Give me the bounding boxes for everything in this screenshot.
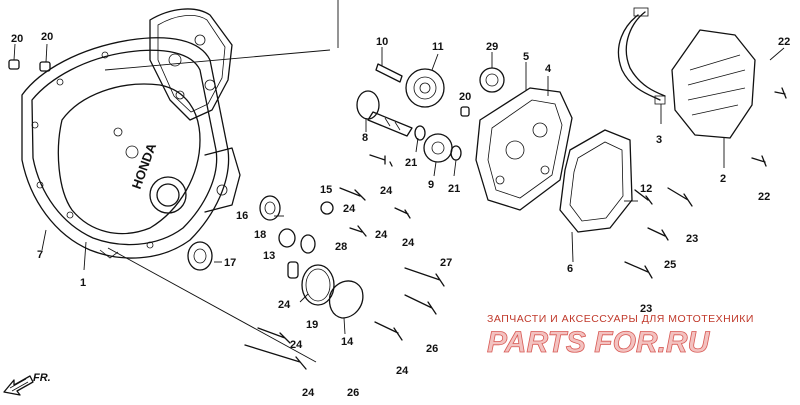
thrust-washers <box>414 125 462 161</box>
oil-pump-body <box>475 87 573 211</box>
callout-5: 5 <box>523 51 529 63</box>
leader-lines <box>13 0 785 363</box>
callout-6: 6 <box>567 263 573 275</box>
bearing <box>479 67 505 93</box>
callout-23: 23 <box>640 303 652 315</box>
callout-21: 21 <box>405 157 417 169</box>
callout-25: 25 <box>664 259 676 271</box>
dowel-pin-center <box>460 106 470 117</box>
idler-shaft <box>375 63 403 83</box>
callout-3: 3 <box>656 134 662 146</box>
callout-8: 8 <box>362 132 368 144</box>
watermark-logo: PARTS FOR.RU <box>487 326 711 359</box>
callout-13: 13 <box>263 250 275 262</box>
callout-24: 24 <box>290 339 303 351</box>
callout-14: 14 <box>341 336 354 348</box>
crankcase-cover: HONDA <box>21 37 241 259</box>
callout-16: 16 <box>236 210 248 222</box>
callout-20: 20 <box>459 91 471 103</box>
callout-23: 23 <box>686 233 698 245</box>
callout-20: 20 <box>41 31 53 43</box>
sprocket-cover <box>671 29 756 139</box>
callout-1: 1 <box>80 277 86 289</box>
callout-22: 22 <box>778 36 790 48</box>
callout-24: 24 <box>396 365 409 377</box>
callout-7: 7 <box>37 249 43 261</box>
seals-and-orings <box>187 195 364 319</box>
callout-9: 9 <box>428 179 434 191</box>
callout-27: 27 <box>440 257 452 269</box>
callout-numbers: 20 20 10 11 29 5 4 22 20 3 2 22 7 1 8 21… <box>11 31 790 399</box>
callout-19: 19 <box>306 319 318 331</box>
callout-26: 26 <box>426 343 438 355</box>
callout-11: 11 <box>432 41 444 53</box>
front-label: FR. <box>33 372 51 384</box>
cover-gasket-frame <box>149 8 233 121</box>
callout-4: 4 <box>545 63 552 75</box>
wire-clamp <box>617 7 666 105</box>
front-direction-marker: FR. <box>3 372 51 396</box>
dowel-pins-left <box>8 59 51 72</box>
callout-24: 24 <box>402 237 415 249</box>
callout-24: 24 <box>375 229 388 241</box>
callout-2: 2 <box>720 173 726 185</box>
callout-10: 10 <box>376 36 388 48</box>
callout-26: 26 <box>347 387 359 399</box>
callout-29: 29 <box>486 41 498 53</box>
callout-28: 28 <box>335 241 347 253</box>
watermark-tagline: ЗАПЧАСТИ И АКСЕССУАРЫ ДЛЯ МОТОТЕХНИКИ <box>487 313 754 325</box>
callout-18: 18 <box>254 229 266 241</box>
pump-cover <box>559 129 633 233</box>
callout-21: 21 <box>448 183 460 195</box>
callout-24: 24 <box>343 203 356 215</box>
driven-gear <box>423 133 453 163</box>
callout-24: 24 <box>278 299 291 311</box>
callout-22: 22 <box>758 191 770 203</box>
callout-20: 20 <box>11 33 23 45</box>
watermark: ЗАПЧАСТИ И АКСЕССУАРЫ ДЛЯ МОТОТЕХНИКИ PA… <box>487 313 754 359</box>
drive-gear-shaft <box>356 90 413 137</box>
callout-17: 17 <box>224 257 236 269</box>
callout-15: 15 <box>320 184 332 196</box>
callout-12: 12 <box>640 183 652 195</box>
callout-24: 24 <box>302 387 315 399</box>
callout-24: 24 <box>380 185 393 197</box>
oil-pump-drive-gear <box>405 68 445 108</box>
bolts <box>244 87 787 370</box>
